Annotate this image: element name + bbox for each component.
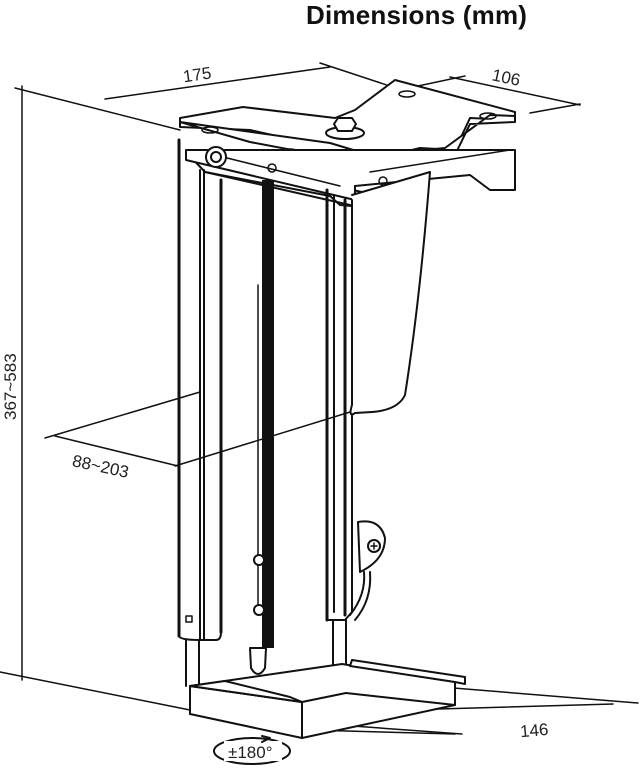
slider-bracket xyxy=(185,146,516,209)
left-clamp-arm xyxy=(177,138,223,689)
tilt-knob xyxy=(349,520,386,621)
dim-width-label: 175 xyxy=(182,64,213,87)
rotation-label: ±180° xyxy=(228,743,273,762)
holder-box-panel xyxy=(349,171,431,416)
dim-height-label: 367~583 xyxy=(1,353,20,420)
dim-clamp-label: 88~203 xyxy=(71,451,131,481)
top-mounting-plate xyxy=(179,79,516,161)
base-tray xyxy=(189,659,466,739)
diagram-title: Dimensions (mm) xyxy=(306,0,528,30)
dim-base-depth-label: 146 xyxy=(519,720,549,741)
right-clamp-arm xyxy=(325,188,353,669)
rotation-indicator: ±180° xyxy=(213,735,291,765)
threaded-rod xyxy=(249,180,274,675)
